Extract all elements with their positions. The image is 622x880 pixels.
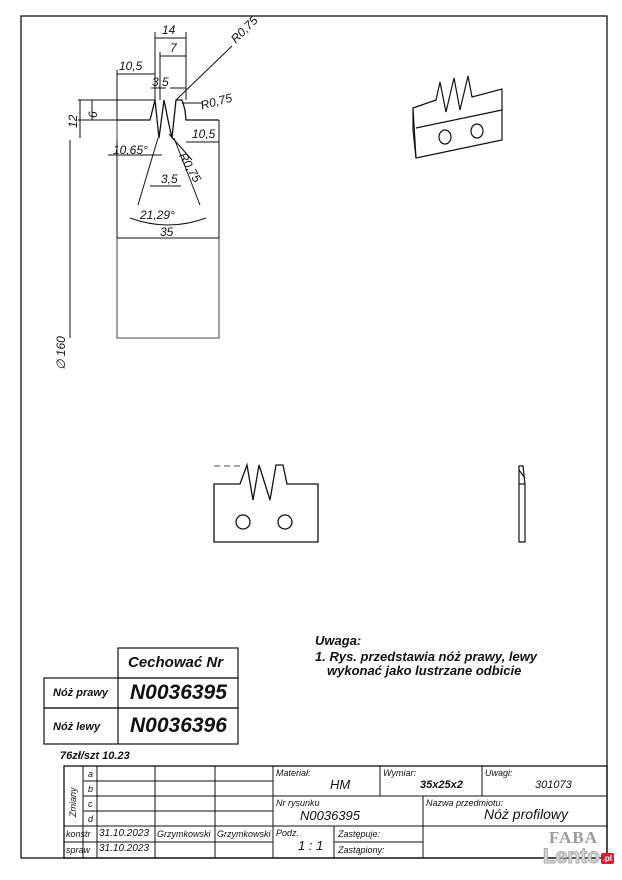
side-view (518, 465, 526, 543)
change-row-d: d (88, 814, 94, 824)
marking-row-right-label: Nóż prawy (53, 687, 109, 699)
dim-angle-small: 10,65° (113, 143, 148, 157)
material-value: HM (330, 777, 351, 792)
material-label: Materiał: (276, 768, 311, 778)
watermark-line-2: Lento (542, 845, 600, 869)
change-row-c: c (88, 799, 93, 809)
dim-3-5-top: 3,5 (152, 75, 169, 89)
drawing-no-value: N0036395 (300, 808, 360, 823)
spraw-date: 31.10.2023 (99, 843, 150, 854)
scale-value: 1 : 1 (298, 838, 324, 853)
title-block (63, 765, 608, 859)
change-row-b: b (88, 784, 94, 794)
drawing-border (20, 15, 608, 859)
dim-7: 7 (170, 41, 177, 55)
konstr-date: 31.10.2023 (99, 828, 150, 839)
size-value: 35x25x2 (420, 779, 463, 791)
dim-angle-large: 21,29° (140, 208, 175, 222)
change-row-a: a (88, 769, 94, 779)
dim-35: 35 (160, 225, 174, 239)
drawing-no-label: Nr rysunku (276, 798, 320, 808)
replaces-label: Zastępuje: (338, 829, 381, 839)
marking-row-left-label: Nóż lewy (53, 721, 101, 733)
changes-label: Zmiany (68, 787, 78, 817)
marking-row-right-value: N0036395 (130, 681, 227, 704)
profile-view (69, 32, 233, 339)
dim-3-5-bottom: 3,5 (161, 172, 178, 186)
dim-diameter: ∅ 160 (54, 336, 68, 370)
watermark-suffix: .pl (600, 853, 614, 864)
remarks-label: Uwagi: (485, 768, 513, 778)
watermark-logo: FABA Lento .pl (514, 826, 614, 874)
watermark-line-1: FABA (548, 828, 598, 847)
price-note: 76zł/szt 10.23 (60, 750, 130, 762)
dim-12: 12 (66, 114, 80, 128)
item-name-label: Nazwa przedmiotu: (426, 798, 504, 808)
konstr-label: konstr (66, 829, 91, 839)
marking-table-header: Cechować Nr (128, 654, 224, 671)
dim-10-5-right: 10,5 (192, 127, 216, 141)
note-title: Uwaga: (315, 633, 362, 648)
item-name-value: Nóż profilowy (484, 806, 569, 822)
isometric-view (412, 75, 503, 159)
dim-6: 6 (86, 111, 100, 118)
dim-14: 14 (162, 23, 176, 37)
dim-10-5-left: 10,5 (119, 59, 143, 73)
note-line-1: 1. Rys. przedstawia nóż prawy, lewy (315, 649, 538, 664)
konstr-name-2: Grzymkowski (217, 829, 271, 839)
front-view (213, 462, 319, 543)
scale-label: Podz. (276, 828, 300, 838)
remarks-value: 301073 (535, 779, 572, 791)
note-line-2: wykonać jako lustrzane odbicie (327, 663, 522, 678)
spraw-label: spraw (66, 845, 91, 855)
marking-row-left-value: N0036396 (130, 714, 227, 737)
replaced-by-label: Zastąpiony: (338, 845, 385, 855)
size-label: Wymiar: (383, 768, 416, 778)
konstr-name: Grzymkowski (157, 829, 211, 839)
marking-table (43, 647, 239, 745)
